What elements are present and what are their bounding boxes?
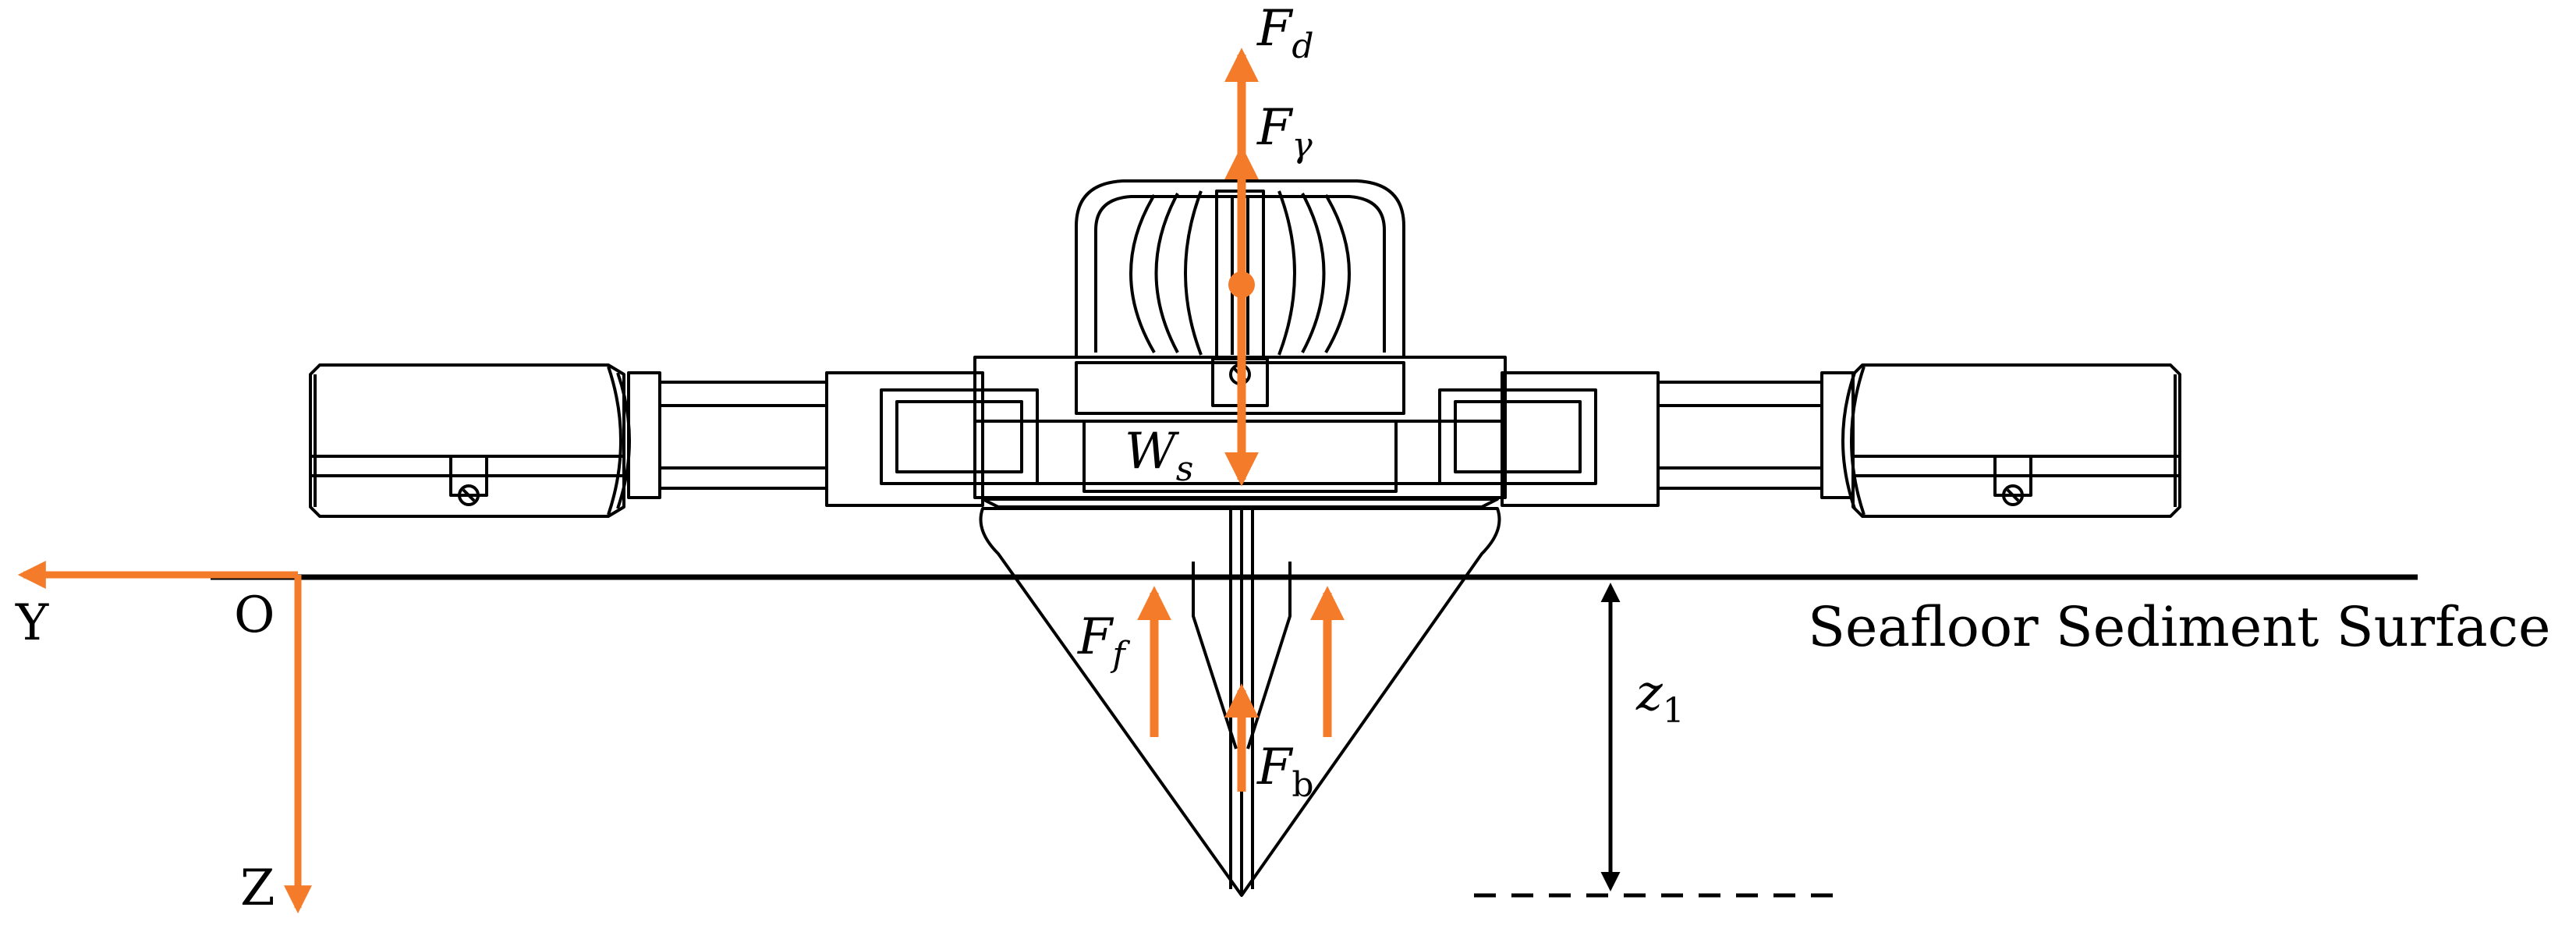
right-arm — [1438, 371, 1855, 507]
coordinate-axes — [17, 561, 312, 914]
left-end-housing — [309, 363, 631, 518]
depth-dimension — [1474, 583, 1833, 898]
friction-force-label: Ff — [1077, 608, 1130, 675]
buoyancy-force-label: Fb — [1256, 739, 1314, 805]
drag-force-label: Fd — [1256, 0, 1314, 66]
y-axis-label: Y — [15, 594, 49, 652]
z-axis-label: Z — [240, 859, 275, 917]
origin-label: O — [234, 587, 275, 644]
left-arm — [627, 371, 1039, 507]
force-arrows — [1137, 48, 1345, 792]
gamma-force-label: Fγ — [1256, 99, 1313, 165]
seafloor-surface-label: Seafloor Sediment Surface — [1808, 595, 2550, 659]
depth-label: z1 — [1635, 665, 1685, 731]
weight-label: Ws — [1125, 423, 1193, 489]
labels: Fd Fγ Ws Ff Fb z1 Y O Z Seafloor Sedimen… — [15, 0, 2550, 917]
center-of-mass-dot — [1228, 271, 1255, 298]
right-end-housing — [1841, 363, 2181, 518]
